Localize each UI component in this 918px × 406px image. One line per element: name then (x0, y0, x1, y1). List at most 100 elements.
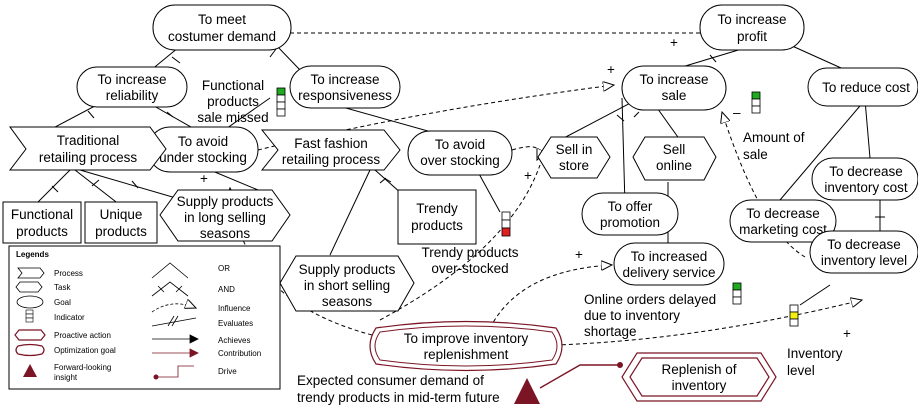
goal-label: under stocking (159, 150, 247, 165)
box-trendy-products[interactable]: Trendy products (397, 189, 477, 245)
indicator-functional-sales-missed[interactable] (276, 87, 286, 117)
process-label: retailing process (39, 150, 138, 165)
goal-label: To increase (717, 12, 786, 27)
indicator-label-functional-missed: Functional products sale missed (197, 78, 268, 125)
legend-influence-symbol (151, 304, 196, 313)
contribution-link (559, 97, 641, 141)
goal-decrease-inventory-cost[interactable]: To decrease inventory cost (811, 157, 918, 201)
goal-label: To decrease (827, 237, 901, 252)
indicator-text: over-stocked (431, 261, 508, 276)
task-label: in long selling (184, 210, 266, 225)
task-label: seasons (322, 294, 373, 309)
goal-label: To increase (639, 72, 708, 87)
legend: Legends Process Task Goal Indicator Proa… (8, 245, 281, 390)
indicator-text: Inventory (787, 346, 843, 361)
box-label: Trendy (416, 201, 458, 216)
indicator-inventory-level[interactable] (789, 304, 799, 327)
box-unique-products[interactable]: Unique products (84, 201, 158, 244)
legend-link: Achieves (218, 336, 250, 345)
goal-label: reliability (106, 88, 159, 103)
goal-offer-promotion[interactable]: To offer promotion (581, 192, 679, 236)
evaluates-link (799, 284, 831, 306)
indicator-label-amount-of-sale: Amount of sale (743, 130, 805, 162)
goal-increase-sale[interactable]: To increase sale (621, 65, 727, 111)
legend-link: Evaluates (218, 319, 253, 328)
goal-reduce-cost[interactable]: To reduce cost (807, 67, 918, 107)
minus-sign: – (733, 105, 741, 120)
goal-meet-demand[interactable]: To meet costumer demand (152, 4, 292, 51)
task-replenish-inventory[interactable]: Replenish of inventory (621, 352, 777, 402)
indicator-text: Amount of (743, 130, 805, 145)
indicator-text: shortage (584, 324, 637, 339)
indicator-text: Online orders delayed (584, 292, 716, 307)
task-sell-online[interactable]: Sell online (632, 136, 717, 181)
goal-label: To increase (97, 72, 166, 87)
indicator-amount-of-sale[interactable] (751, 91, 761, 114)
box-label: products (95, 224, 147, 239)
task-label: seasons (200, 226, 251, 241)
task-sell-in-store[interactable]: Sell in store (537, 136, 611, 179)
contribution-link (864, 99, 871, 159)
task-label: inventory (672, 378, 727, 393)
plus-sign: + (607, 62, 615, 77)
indicator-label-inventory-level: Inventory level (787, 346, 843, 378)
goal-avoid-under-stocking[interactable]: To avoid under stocking (147, 126, 259, 173)
indicator-label-online-delayed: Online orders delayed due to inventory s… (584, 292, 716, 339)
indicator-text: sale (743, 147, 768, 162)
goal-decrease-marketing-cost[interactable]: To decrease marketing cost (729, 199, 837, 243)
box-label: Functional (11, 207, 73, 222)
task-label: in short selling (304, 278, 390, 293)
legend-item: Task (54, 283, 71, 292)
goal-increase-profit[interactable]: To increase profit (699, 4, 805, 51)
legend-item: Optimization goal (54, 346, 116, 355)
influence-link (554, 300, 862, 346)
legend-item: Forward-looking (54, 363, 111, 372)
indicator-trendy-overstocked[interactable] (501, 211, 511, 237)
influence-link (511, 146, 539, 160)
goal-increase-responsiveness[interactable]: To increase responsiveness (289, 65, 401, 109)
legend-link: Drive (218, 367, 237, 376)
indicator-online-orders-delayed[interactable] (732, 282, 742, 305)
optimization-goal-label: To improve inventory (404, 331, 529, 346)
indicator-text: level (787, 363, 815, 378)
goal-decrease-inventory-level[interactable]: To decrease inventory level (809, 230, 918, 274)
indicator-text: products (207, 94, 259, 109)
box-label: Unique (100, 207, 143, 222)
box-label: products (411, 218, 463, 233)
contribution-link (779, 99, 866, 201)
goal-avoid-over-stocking[interactable]: To avoid over stocking (407, 130, 513, 176)
evaluates-link (477, 171, 501, 213)
process-label: Fast fashion (294, 136, 368, 151)
goal-label: responsiveness (298, 88, 392, 103)
plus-sign: + (670, 35, 678, 50)
indicator-text: sale missed (197, 110, 268, 125)
drive-link (539, 364, 620, 389)
legend-task-symbol (15, 281, 43, 293)
insight-label: Expected consumer demand of (297, 373, 484, 388)
contribution-link (34, 169, 71, 206)
legend-link: Contribution (218, 349, 261, 358)
goal-increase-reliability[interactable]: To increase reliability (76, 66, 188, 108)
legend-link: AND (218, 285, 235, 294)
legend-item: Goal (54, 298, 71, 307)
goal-increased-delivery-service[interactable]: To increased delivery service (613, 242, 725, 286)
insight-label: trendy products in mid-term future (297, 390, 500, 405)
legend-drive-symbol (156, 365, 194, 378)
process-traditional-retailing[interactable]: Traditional retailing process (8, 126, 167, 171)
task-supply-short-seasons[interactable]: Supply products in short selling seasons (279, 255, 415, 312)
process-label: Traditional (57, 133, 120, 148)
optimization-goal-inventory-replenishment[interactable]: To improve inventory replenishment (369, 320, 563, 372)
optimization-goal-label: replenishment (424, 347, 509, 362)
legend-insight-symbol (23, 364, 37, 377)
task-supply-long-seasons[interactable]: Supply products in long selling seasons (159, 189, 291, 242)
legend-item: Indicator (54, 313, 85, 322)
legend-title: Legends (16, 250, 49, 259)
task-label: Sell in (556, 142, 593, 157)
process-fast-fashion-retailing[interactable]: Fast fashion retailing process (260, 129, 401, 171)
goal-label: inventory level (821, 253, 907, 268)
goal-label: To increased (631, 249, 708, 264)
forward-looking-insight[interactable]: Expected consumer demand of trendy produ… (297, 362, 623, 405)
goal-label: To decrease (746, 206, 820, 221)
box-functional-products[interactable]: Functional products (2, 201, 82, 244)
